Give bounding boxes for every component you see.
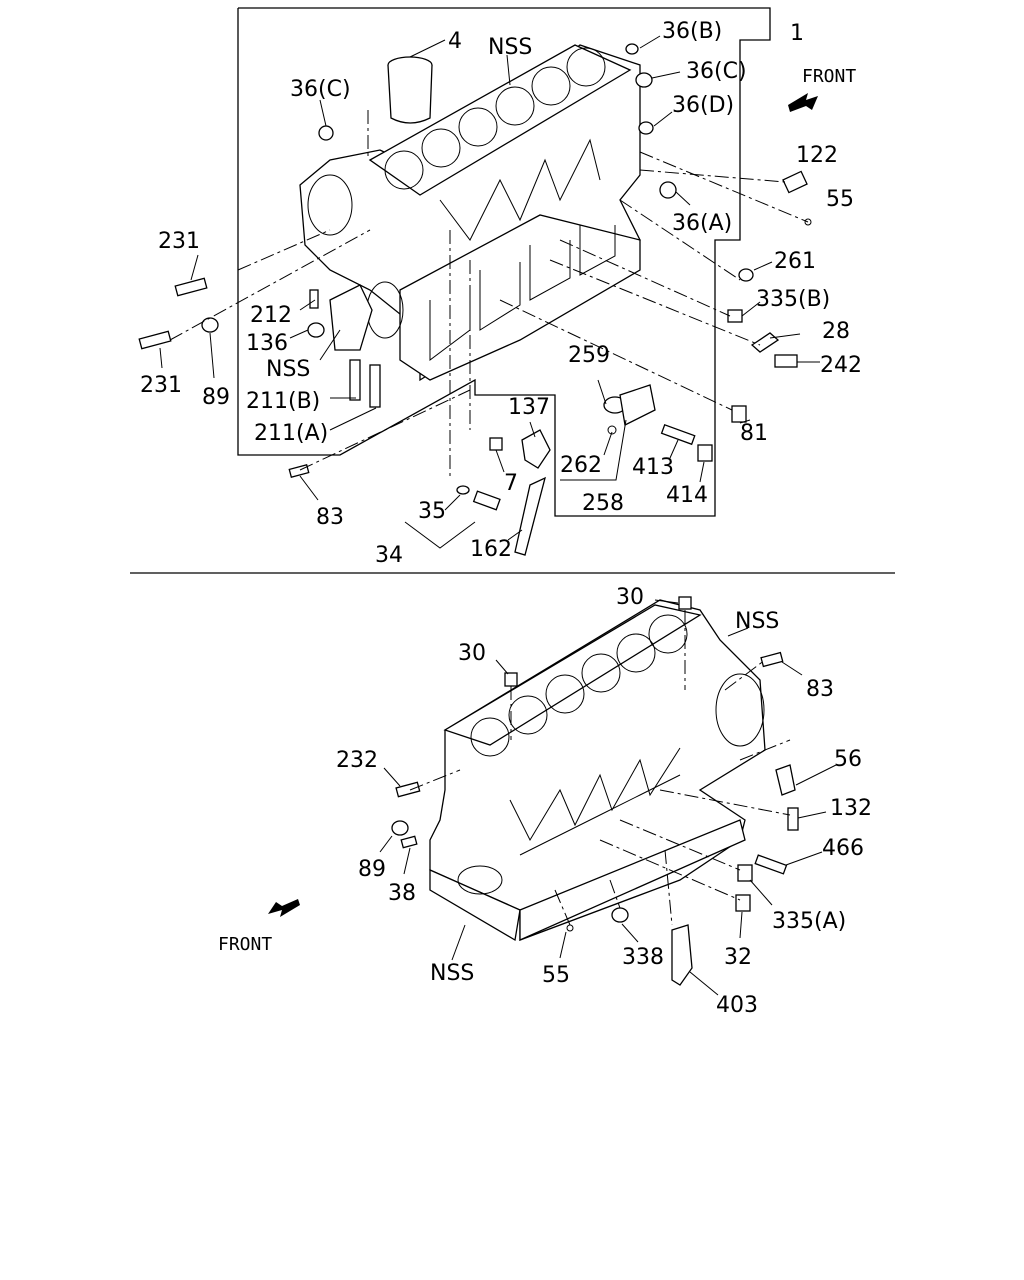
label-nss-top: NSS [488,35,532,60]
label-122: 122 [796,143,838,168]
label-38: 38 [388,881,416,906]
label-34: 34 [375,543,403,568]
label-nss-left: NSS [266,357,310,382]
upper-view: 4 NSS 36(B) 1 36(C) FRONT 36(C) 36(D) 12… [138,7,862,568]
label-nss-top-lower: NSS [735,609,779,634]
label-211a: 211(A) [254,421,328,446]
cylinder-block-upper [299,44,641,382]
small-parts-upper [138,43,812,556]
label-262: 262 [560,453,602,478]
label-162: 162 [470,537,512,562]
label-466: 466 [822,836,864,861]
label-258: 258 [582,491,624,516]
label-137: 137 [508,395,550,420]
label-32: 32 [724,945,752,970]
label-55-upper: 55 [826,187,854,212]
label-211b: 211(B) [246,389,320,414]
cylinder-block-lower [429,599,766,942]
label-403: 403 [716,993,758,1018]
label-89-upper: 89 [202,385,230,410]
lower-view: 30 NSS 30 83 232 56 132 466 89 38 335(A)… [218,585,872,1018]
label-261: 261 [774,249,816,274]
label-front-upper: FRONT [802,66,856,87]
label-231-bottom: 231 [140,373,182,398]
label-83-upper: 83 [316,505,344,530]
front-arrow-upper-icon [788,93,818,112]
label-335b: 335(B) [756,287,830,312]
label-30-top: 30 [616,585,644,610]
assembly-frame [237,7,771,517]
label-36c-left: 36(C) [290,77,351,102]
label-338: 338 [622,945,664,970]
label-front-lower: FRONT [218,934,272,955]
label-7: 7 [504,471,518,496]
label-231-top: 231 [158,229,200,254]
label-232: 232 [336,748,378,773]
label-nss-bottom: NSS [430,961,474,986]
label-132: 132 [830,796,872,821]
cylinder-liner-part [387,56,433,124]
label-414: 414 [666,483,708,508]
label-242: 242 [820,353,862,378]
label-28: 28 [822,319,850,344]
label-35: 35 [418,499,446,524]
labels-lower: 30 NSS 30 83 232 56 132 466 89 38 335(A)… [218,585,872,1018]
label-212: 212 [250,303,292,328]
labels-upper: 4 NSS 36(B) 1 36(C) FRONT 36(C) 36(D) 12… [140,19,862,568]
front-arrow-lower-icon [268,899,300,917]
label-1: 1 [790,21,804,46]
label-36c-right: 36(C) [686,59,747,84]
label-30-left: 30 [458,641,486,666]
label-36d: 36(D) [672,93,734,118]
label-81: 81 [740,421,768,446]
label-136: 136 [246,331,288,356]
label-56: 56 [834,747,862,772]
label-335a: 335(A) [772,909,846,934]
label-4: 4 [448,29,462,54]
label-413: 413 [632,455,674,480]
leader-lines-lower [379,599,837,996]
leader-lines-upper [159,35,820,549]
label-36b: 36(B) [662,19,722,44]
label-36a: 36(A) [672,211,732,236]
label-83-lower: 83 [806,677,834,702]
label-89-lower: 89 [358,857,386,882]
label-55-lower: 55 [542,963,570,988]
label-259: 259 [568,343,610,368]
